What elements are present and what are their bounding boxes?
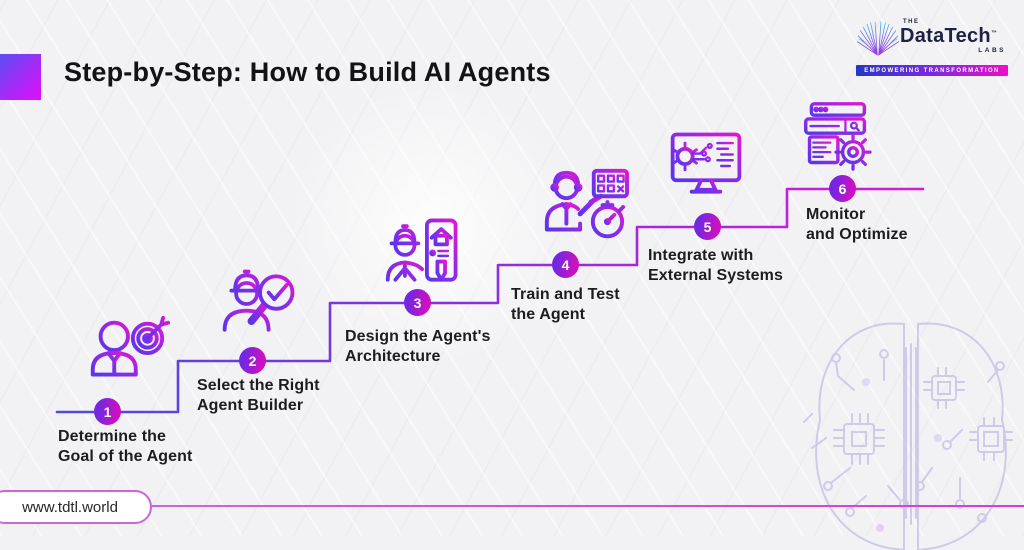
step-label-line: and Optimize bbox=[806, 226, 908, 243]
step-number: 1 bbox=[103, 403, 112, 420]
step-number: 3 bbox=[413, 294, 422, 311]
step-number: 6 bbox=[838, 180, 847, 197]
step-label-line: External Systems bbox=[648, 267, 784, 284]
datatech-labs-logo: THE DataTech™ LABS EMPOWERING TRANSFORMA… bbox=[856, 17, 1008, 76]
person-target-icon bbox=[90, 315, 170, 377]
step-number-badge: 3 bbox=[404, 289, 431, 316]
step-label-line: Monitor bbox=[806, 206, 866, 223]
step-label-line: Determine the bbox=[58, 428, 166, 445]
monitor-integration-icon bbox=[670, 132, 742, 194]
page-title: Step-by-Step: How to Build AI Agents bbox=[64, 57, 551, 87]
step-label-line: Select the Right bbox=[197, 377, 320, 394]
step-label-line: the Agent bbox=[511, 306, 586, 323]
step-number-badge: 1 bbox=[94, 398, 121, 425]
step-label-line: Integrate with bbox=[648, 247, 754, 264]
step-label: Determine the Goal of the Agent bbox=[58, 427, 192, 467]
title-accent-square bbox=[0, 54, 41, 100]
step-number: 5 bbox=[703, 218, 712, 235]
website-url: www.tdtl.world bbox=[22, 498, 118, 516]
step-number: 4 bbox=[561, 256, 570, 273]
step-label-line: Design the Agent's bbox=[345, 328, 491, 345]
step-label-line: Goal of the Agent bbox=[58, 448, 193, 465]
step-label: Design the Agent's Architecture bbox=[345, 327, 490, 367]
trainer-stopwatch-icon bbox=[544, 168, 629, 239]
architect-blueprint-icon bbox=[385, 218, 458, 282]
step-label: Monitor and Optimize bbox=[806, 205, 908, 245]
logo-tagline-bar: EMPOWERING TRANSFORMATION bbox=[856, 65, 1008, 76]
browser-gear-icon bbox=[804, 102, 872, 171]
step-number: 2 bbox=[248, 352, 257, 369]
butterfly-logo-icon bbox=[857, 21, 899, 56]
step-label: Train and Test the Agent bbox=[511, 285, 620, 325]
step-label: Select the Right Agent Builder bbox=[197, 376, 320, 416]
website-pill: www.tdtl.world bbox=[0, 490, 152, 524]
step-label-line: Train and Test bbox=[511, 286, 620, 303]
builder-magnifier-check-icon bbox=[222, 269, 295, 332]
trademark-symbol: ™ bbox=[990, 30, 998, 37]
step-number-badge: 4 bbox=[552, 251, 579, 278]
step-number-badge: 6 bbox=[829, 175, 856, 202]
logo-suffix: LABS bbox=[978, 47, 1006, 54]
step-label: Integrate with External Systems bbox=[648, 246, 783, 286]
step-number-badge: 5 bbox=[694, 213, 721, 240]
step-label-line: Architecture bbox=[345, 348, 441, 365]
step-number-badge: 2 bbox=[239, 347, 266, 374]
logo-prefix: THE bbox=[903, 19, 920, 25]
logo-brand-name: DataTech™ bbox=[900, 25, 998, 47]
step-label-line: Agent Builder bbox=[197, 397, 304, 414]
